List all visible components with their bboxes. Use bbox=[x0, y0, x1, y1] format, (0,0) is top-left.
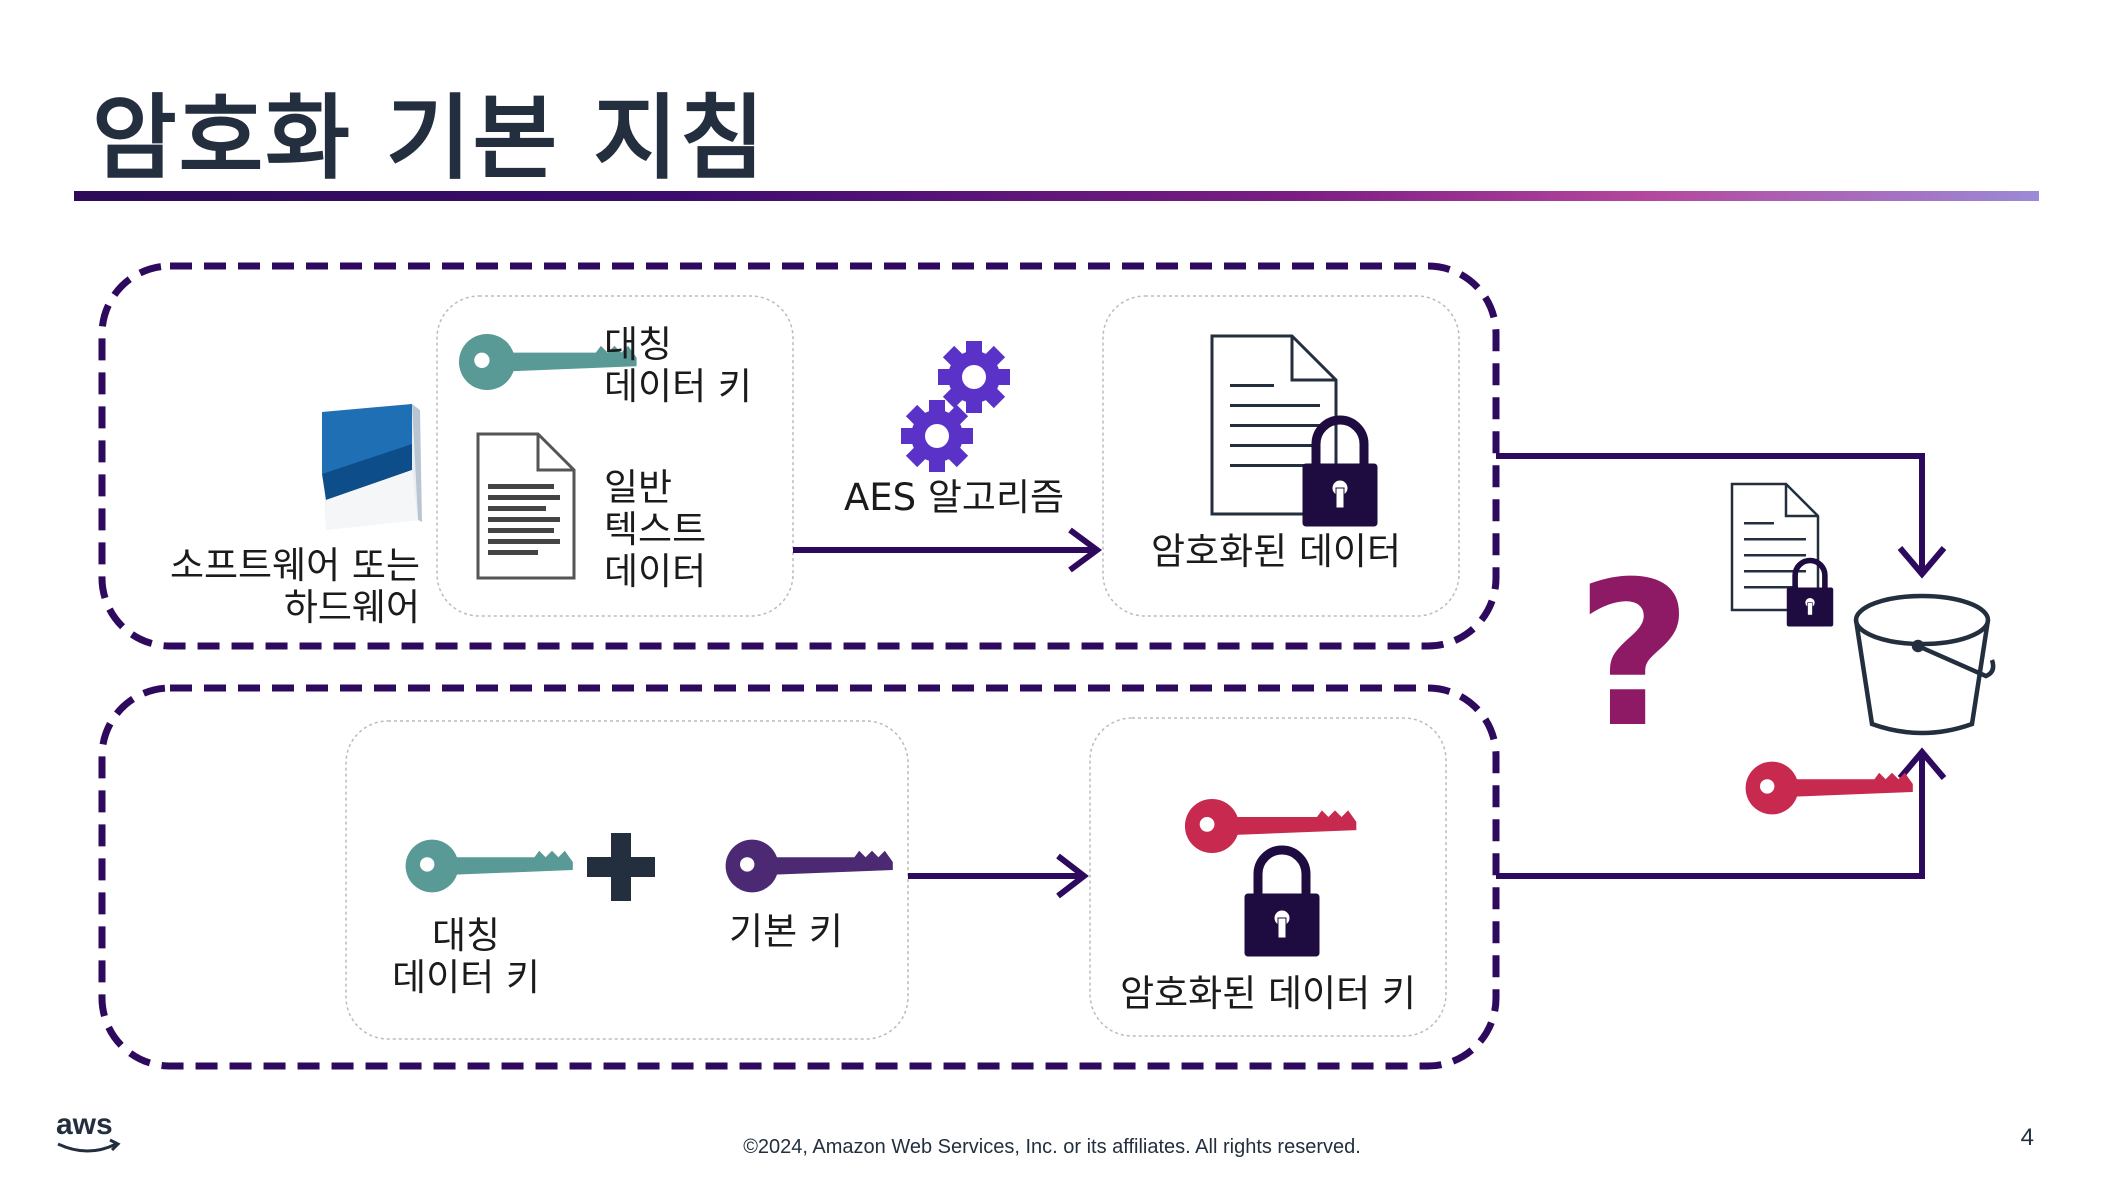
data-key-icon bbox=[458, 333, 637, 391]
small-encrypted-key-icon bbox=[1745, 761, 1913, 815]
top-group-container bbox=[98, 262, 1500, 650]
key-to-storage-connector bbox=[1496, 752, 1925, 879]
source-label-line2: 하드웨어 bbox=[284, 586, 420, 629]
aws-logo-text: aws bbox=[56, 1110, 113, 1141]
question-mark: ? bbox=[1576, 539, 1692, 772]
data-key-icon-bottom bbox=[405, 839, 573, 893]
copyright-footer: ©2024, Amazon Web Services, Inc. or its … bbox=[743, 1136, 1361, 1158]
plaintext-label-line2: 텍스트 bbox=[604, 508, 706, 551]
encrypted-key-icon bbox=[1184, 798, 1357, 854]
plus-icon bbox=[587, 833, 655, 901]
master-key-label: 기본 키 bbox=[729, 910, 843, 953]
aes-algorithm-label: AES 알고리즘 bbox=[844, 476, 1064, 519]
data-key-label-line2: 데이터 키 bbox=[604, 365, 752, 408]
bottom-data-key-label-line1: 대칭 bbox=[432, 914, 500, 957]
bottom-group-container bbox=[98, 684, 1500, 1070]
bottom-data-key-label-line2: 데이터 키 bbox=[392, 956, 540, 999]
master-key-icon bbox=[725, 839, 893, 893]
data-to-storage-connector bbox=[1496, 453, 1925, 574]
source-label-line1: 소프트웨어 또는 bbox=[170, 544, 420, 587]
gears-icon bbox=[901, 341, 1010, 472]
storage-bucket-icon bbox=[1853, 593, 1996, 736]
software-hardware-icon bbox=[322, 404, 422, 530]
aws-logo: aws bbox=[56, 1110, 121, 1153]
encrypted-data-label: 암호화된 데이터 bbox=[1151, 530, 1401, 573]
title-divider bbox=[74, 191, 2039, 201]
encrypted-key-label: 암호화된 데이터 키 bbox=[1120, 972, 1416, 1015]
page-number: 4 bbox=[2020, 1124, 2034, 1151]
page-title: 암호화 기본 지침 bbox=[92, 85, 767, 192]
encrypted-key-box bbox=[1089, 717, 1447, 1037]
plaintext-document-icon bbox=[476, 432, 576, 580]
data-key-label-line1: 대칭 bbox=[604, 323, 672, 366]
plaintext-label-line1: 일반 bbox=[604, 466, 672, 509]
plaintext-label-line3: 데이터 bbox=[604, 550, 706, 593]
